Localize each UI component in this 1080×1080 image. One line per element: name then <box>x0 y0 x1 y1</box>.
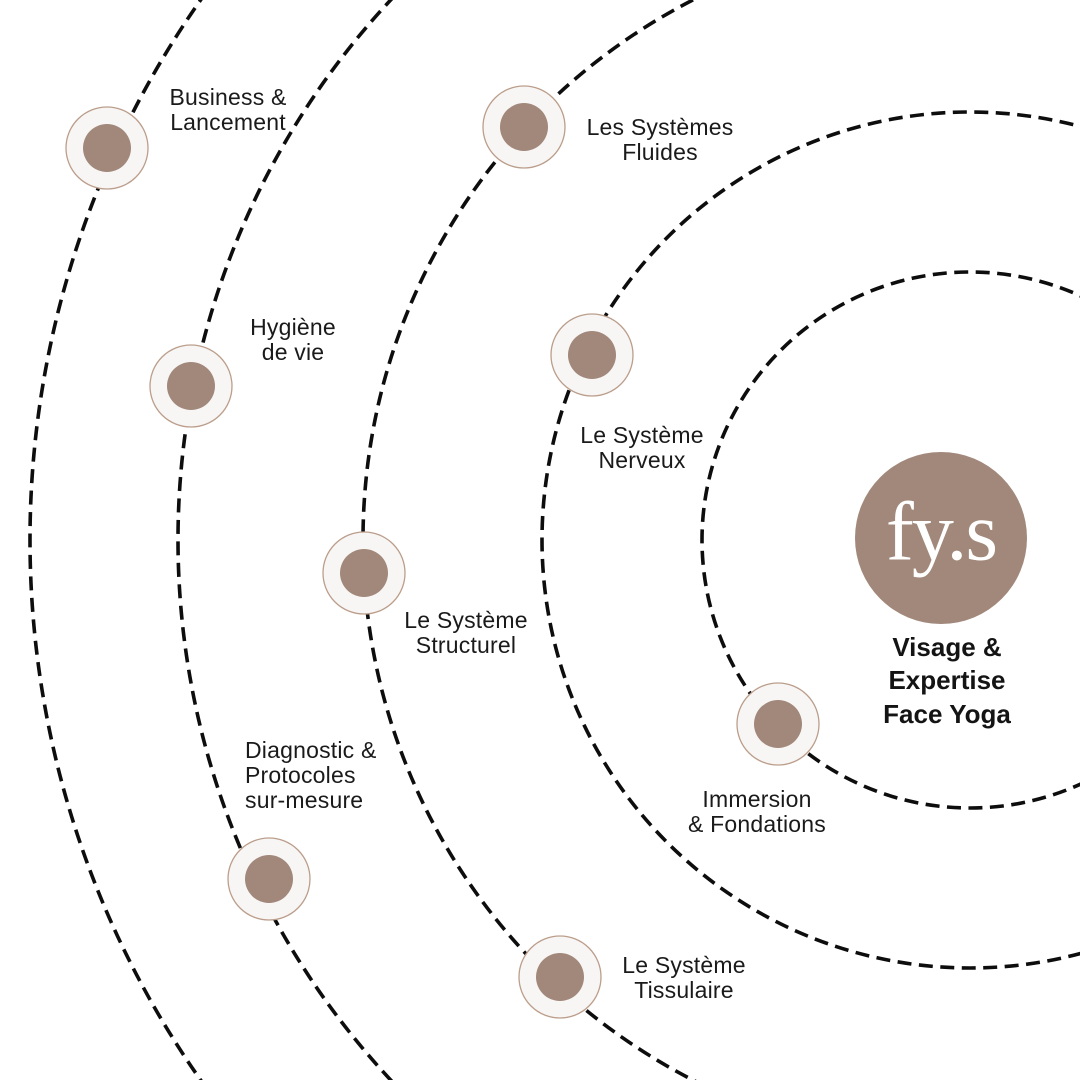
node-dot <box>536 953 584 1001</box>
node-marker-systeme-structurel <box>322 531 406 615</box>
node-dot <box>245 855 293 903</box>
node-dot <box>167 362 215 410</box>
node-marker-hygiene-de-vie <box>149 344 233 428</box>
logo-circle <box>855 452 1027 624</box>
node-marker-systeme-nerveux <box>550 313 634 397</box>
node-dot <box>83 124 131 172</box>
node-dot <box>568 331 616 379</box>
node-label-immersion-fondations: Immersion & Fondations <box>688 786 826 837</box>
orbits <box>28 0 1080 1080</box>
node-dot <box>340 549 388 597</box>
brand-title: Visage & Expertise Face Yoga <box>883 632 1011 729</box>
node-marker-diagnostic-protocoles <box>227 837 311 921</box>
node-marker-business-lancement <box>65 106 149 190</box>
node-label-systeme-structurel: Le Système Structurel <box>404 607 528 658</box>
node-label-systeme-tissulaire: Le Système Tissulaire <box>622 952 746 1003</box>
node-label-systeme-nerveux: Le Système Nerveux <box>580 422 704 473</box>
node-dot <box>500 103 548 151</box>
brand-logo-text: fy.s <box>885 485 998 579</box>
node-marker-systeme-tissulaire <box>518 935 602 1019</box>
node-dot <box>754 700 802 748</box>
node-marker-immersion-fondations <box>736 682 820 766</box>
orbit-1-innermost <box>700 270 1080 810</box>
node-marker-systemes-fluides <box>482 85 566 169</box>
orbit-2 <box>540 110 1080 970</box>
orbit-5-outermost <box>28 0 203 1080</box>
node-label-diagnostic-protocoles: Diagnostic & Protocoles sur-mesure <box>245 736 377 813</box>
node-markers <box>65 85 820 1019</box>
node-label-hygiene-de-vie: Hygiène de vie <box>250 314 336 365</box>
node-label-business-lancement: Business & Lancement <box>169 84 287 135</box>
node-label-systemes-fluides: Les Systèmes Fluides <box>586 114 734 165</box>
